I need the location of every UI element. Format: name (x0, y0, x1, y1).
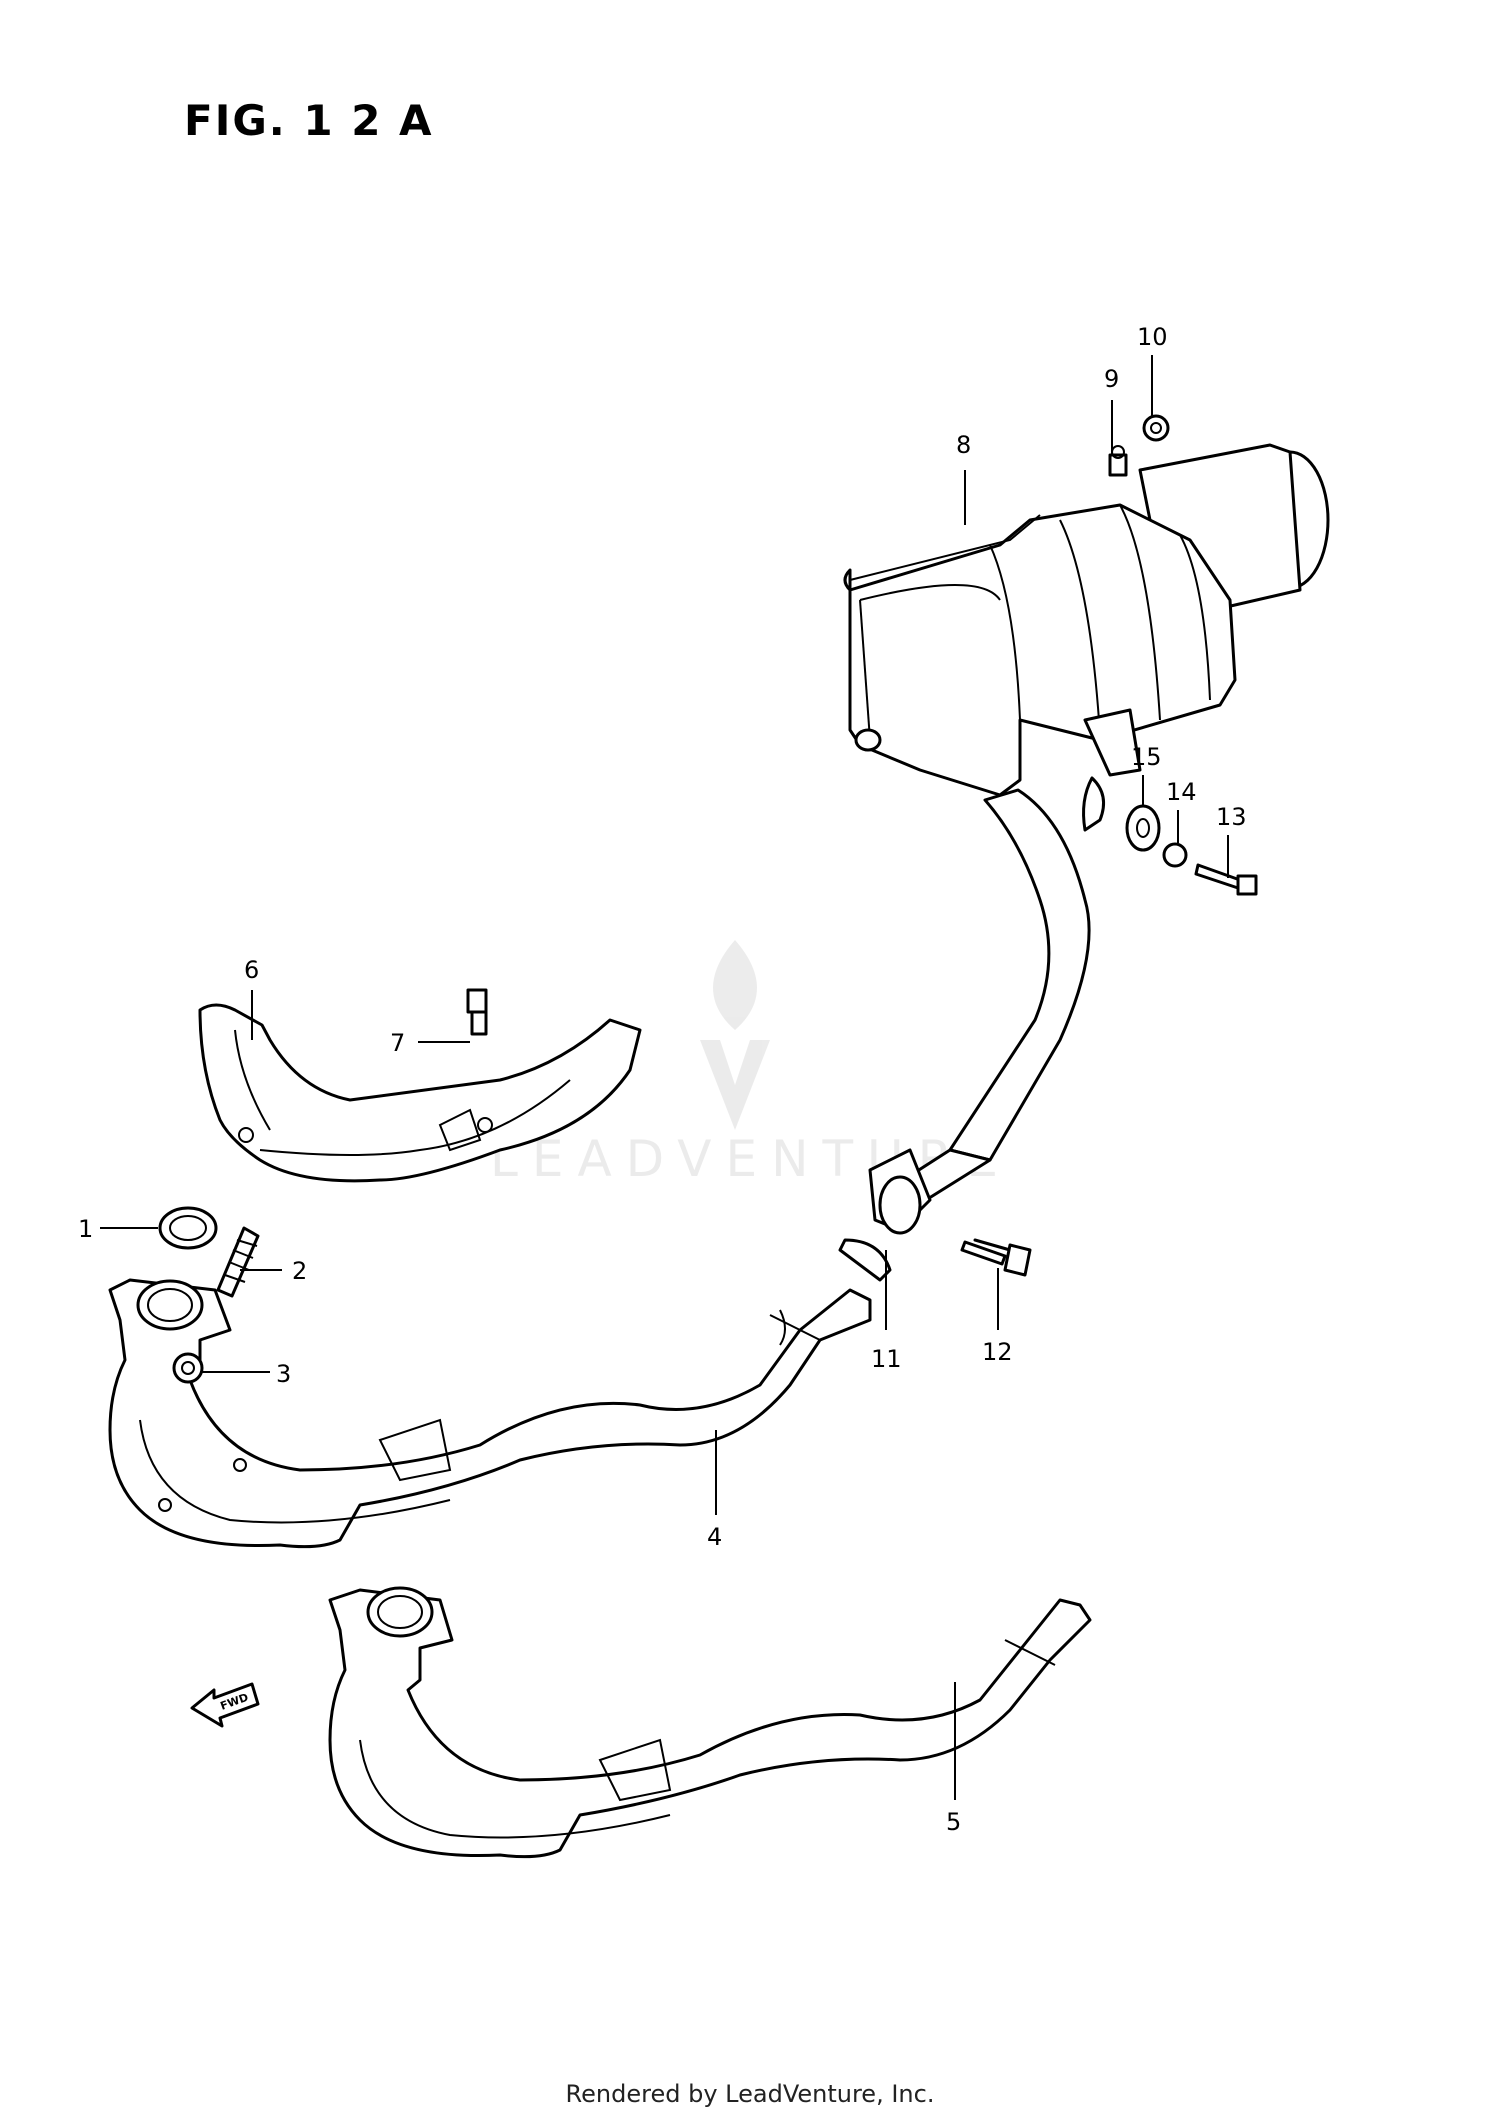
callout-3: 3 (276, 1360, 291, 1388)
heat-shield (198, 1003, 642, 1183)
callout-15: 15 (1131, 743, 1162, 771)
clamp (838, 1148, 1032, 1282)
callout-1: 1 (78, 1215, 93, 1243)
callout-11: 11 (871, 1345, 902, 1373)
exhaust-pipe-rear (328, 1586, 1092, 1859)
callout-14: 14 (1166, 778, 1197, 806)
clamp-bolt (960, 1240, 1007, 1266)
leader-lines (100, 355, 1229, 1800)
hanger-bolt (1194, 863, 1258, 896)
muffler-nut (1142, 414, 1170, 442)
callout-5: 5 (946, 1808, 961, 1836)
callout-2: 2 (292, 1257, 307, 1285)
callout-4: 4 (707, 1523, 722, 1551)
hanger-nut (1162, 842, 1188, 868)
gasket (158, 1206, 218, 1250)
callout-13: 13 (1216, 803, 1247, 831)
washer (1125, 804, 1161, 852)
callout-6: 6 (244, 956, 259, 984)
callout-7: 7 (390, 1029, 405, 1057)
callout-12: 12 (982, 1338, 1013, 1366)
muffler-bolt (1108, 445, 1128, 477)
footer-credit: Rendered by LeadVenture, Inc. (565, 2080, 935, 2108)
rear-pipe (878, 776, 1106, 1212)
exhaust-pipe-front (108, 1278, 872, 1549)
callouts: 1 2 3 4 5 6 7 8 9 10 11 12 13 14 15 (78, 323, 1247, 1836)
fwd-arrow-icon: FWD (190, 1682, 260, 1728)
heat-shield-bolt (466, 988, 488, 1036)
watermark-logo (700, 940, 770, 1130)
stud-bolt (216, 1226, 260, 1298)
flange-nut (172, 1352, 204, 1384)
callout-8: 8 (956, 431, 971, 459)
muffler (843, 443, 1330, 797)
figure-title: FIG. 1 2 A (184, 96, 434, 145)
callout-10: 10 (1137, 323, 1168, 351)
callout-9: 9 (1104, 365, 1119, 393)
